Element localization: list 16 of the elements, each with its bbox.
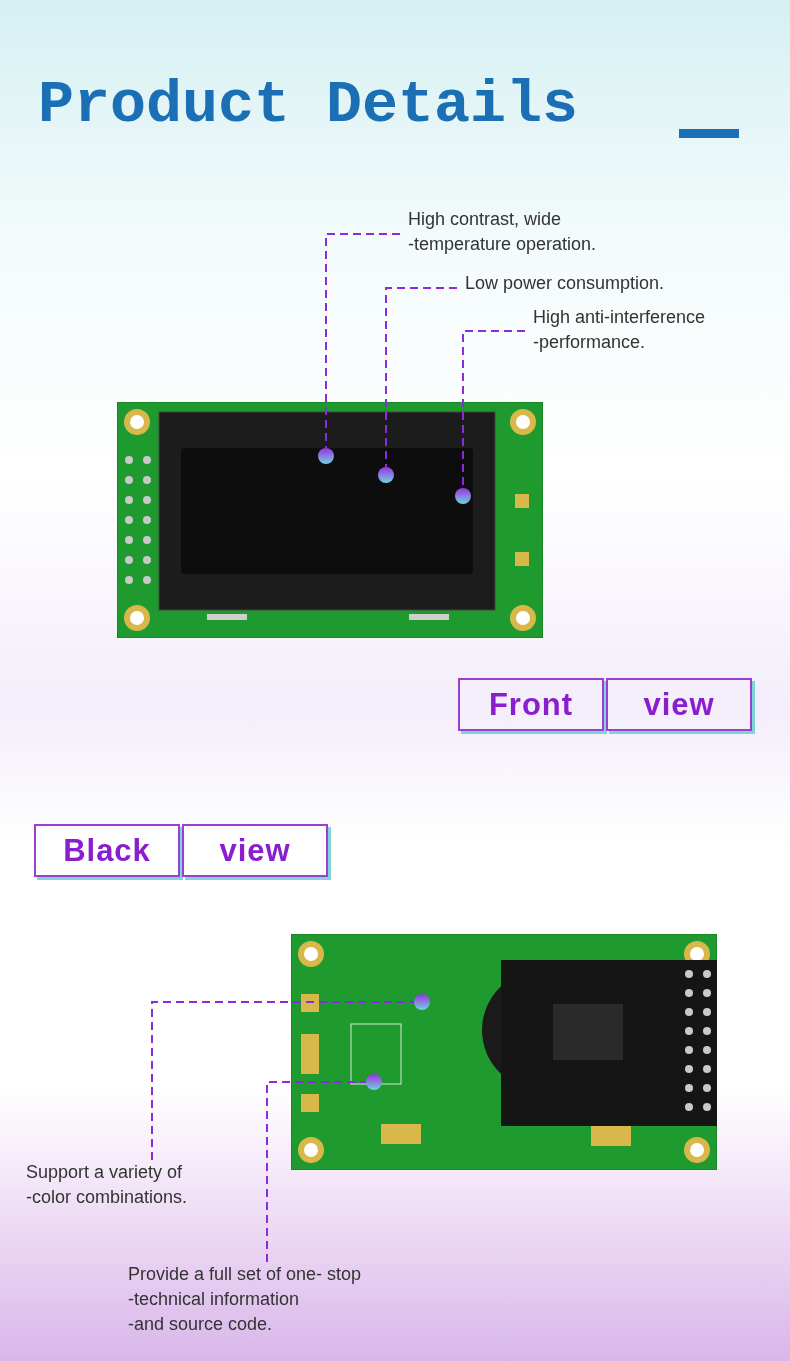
callout-text: Low power consumption. <box>457 271 665 296</box>
callout-text: High contrast, wide -temperature operation. <box>400 207 597 257</box>
lcd-back-drawing <box>291 934 717 1170</box>
view-label: Black <box>34 824 180 877</box>
view-label: view <box>606 678 752 731</box>
leader-line <box>151 1001 415 1161</box>
callout-text: Support a variety of -color combinations. <box>18 1160 188 1210</box>
leader-line <box>385 287 458 468</box>
callout-text: High anti-interference -performance. <box>525 305 706 355</box>
view-label: view <box>182 824 328 877</box>
view-label: Front <box>458 678 604 731</box>
lcd-front-drawing <box>117 402 543 638</box>
callout-text: Provide a full set of one- stop -technical information -and source code. <box>120 1262 362 1337</box>
leader-line <box>266 1081 367 1263</box>
leader-line <box>325 233 401 449</box>
page-title: Product Details <box>38 70 579 140</box>
